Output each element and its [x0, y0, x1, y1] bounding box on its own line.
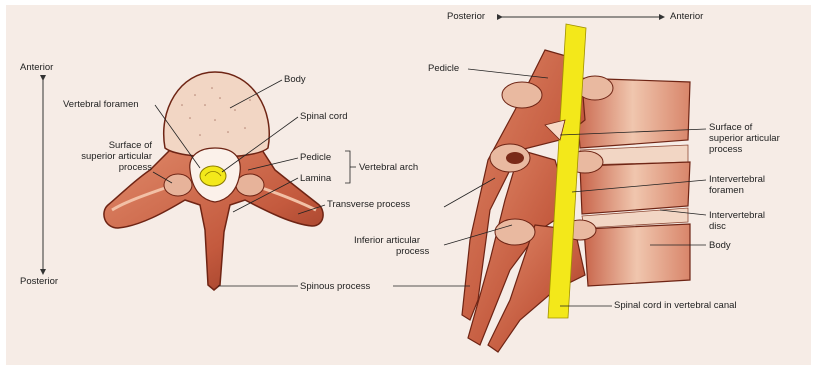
surface-superior-articular-lateral-line2: superior articular [709, 133, 780, 144]
surface-superior-articular-line1: Surface of [72, 140, 152, 151]
surface-superior-articular-lateral-line1: Surface of [709, 122, 752, 133]
pedicle-lateral-label: Pedicle [428, 63, 459, 74]
body-lateral-label: Body [709, 240, 731, 251]
pedicle-label: Pedicle [300, 152, 331, 163]
posterior-top-label: Posterior [447, 11, 485, 22]
surface-superior-articular-line3: process [72, 162, 152, 173]
surface-superior-articular-line2: superior articular [52, 151, 152, 162]
inferior-articular-line1: Inferior articular [354, 235, 420, 246]
transverse-process-label: Transverse process [327, 199, 410, 210]
intervertebral-disc-line1: Intervertebral [709, 210, 765, 221]
body-label: Body [284, 74, 306, 85]
spinal-cord-canal-label: Spinal cord in vertebral canal [614, 300, 737, 311]
anterior-top-label: Anterior [670, 11, 703, 22]
spinal-cord-label: Spinal cord [300, 111, 348, 122]
spinous-process-label: Spinous process [300, 281, 370, 292]
intervertebral-foramen-line2: foramen [709, 185, 744, 196]
vertebral-foramen-label: Vertebral foramen [63, 99, 139, 110]
intervertebral-foramen-line1: Intervertebral [709, 174, 765, 185]
intervertebral-disc-line2: disc [709, 221, 726, 232]
surface-superior-articular-lateral-line3: process [709, 144, 742, 155]
vertebral-arch-label: Vertebral arch [359, 162, 418, 173]
inferior-articular-line2: process [396, 246, 429, 257]
posterior-label: Posterior [20, 276, 58, 287]
lamina-label: Lamina [300, 173, 331, 184]
anterior-label: Anterior [20, 62, 53, 73]
